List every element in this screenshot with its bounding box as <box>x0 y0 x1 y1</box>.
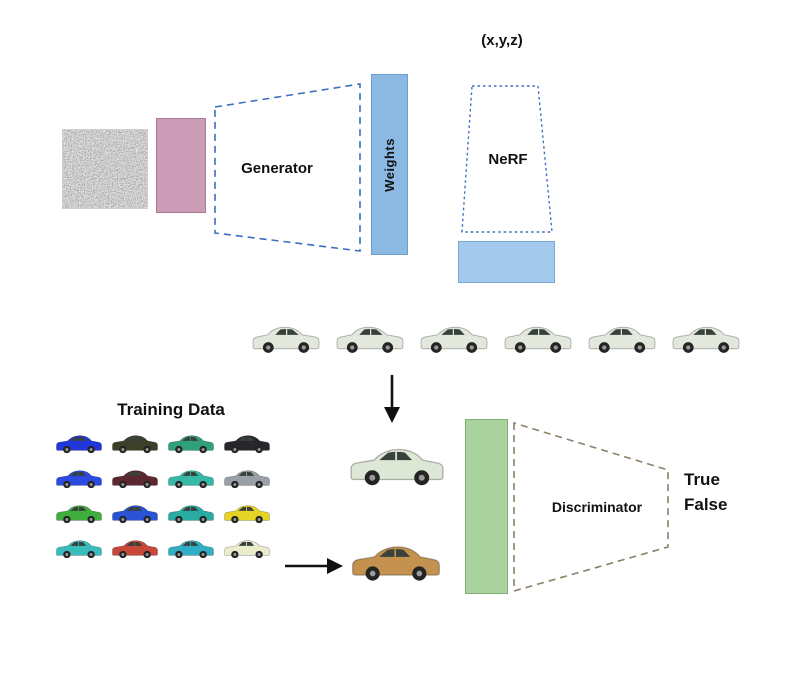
right-arrow <box>285 558 343 574</box>
true-label: True <box>684 470 720 489</box>
training-car-thumbnail <box>168 540 215 559</box>
rendered-car-views-row <box>248 306 753 370</box>
training-car-cell <box>165 500 217 526</box>
training-car-cell <box>165 465 217 491</box>
training-car-cell <box>221 500 273 526</box>
discriminator-label: Discriminator <box>551 499 643 515</box>
latent-code-block <box>156 118 206 213</box>
training-car-cell <box>109 430 161 456</box>
training-car-thumbnail <box>224 540 271 559</box>
training-car-cell <box>221 430 273 456</box>
nerf-block: NeRF <box>458 83 558 235</box>
training-car-thumbnail <box>55 435 102 454</box>
rendered-car-view <box>420 326 488 354</box>
training-car-thumbnail <box>111 470 158 489</box>
discriminator-block: Discriminator <box>512 420 672 594</box>
rendered-car-view <box>672 326 740 354</box>
weights-block: Weights <box>371 74 408 255</box>
false-label: False <box>684 494 728 514</box>
training-car-thumbnail <box>168 505 215 524</box>
weights-label: Weights <box>382 137 397 192</box>
generator-trapezoid-svg <box>214 83 361 252</box>
training-car-thumbnail <box>111 435 158 454</box>
training-car-thumbnail <box>111 505 158 524</box>
training-car-cell <box>221 535 273 561</box>
rendered-car-view <box>504 326 572 354</box>
training-car-cell <box>109 500 161 526</box>
generator-trapezoid <box>214 83 361 252</box>
xyz-coordinates-label: (x,y,z) <box>481 32 523 49</box>
training-car-sample <box>346 536 446 586</box>
noise-rect <box>63 130 147 208</box>
rendered-car-view <box>252 326 320 354</box>
nerf-output-block <box>458 241 555 283</box>
nerf-label: NeRF <box>488 150 528 168</box>
training-car-thumbnail <box>224 470 271 489</box>
nerf-trapezoid-svg <box>461 85 553 233</box>
training-car-thumbnail <box>111 540 158 559</box>
generated-car-sample <box>344 438 450 491</box>
training-car-cell <box>109 535 161 561</box>
training-data-grid <box>52 430 274 561</box>
training-car-thumbnail <box>224 435 271 454</box>
training-data-label: Training Data <box>117 400 225 419</box>
discriminator-input-bar <box>465 419 508 594</box>
training-car-cell <box>165 430 217 456</box>
training-car-cell <box>53 500 105 526</box>
training-car-cell <box>221 465 273 491</box>
training-car-cell <box>109 465 161 491</box>
generated-car-image <box>350 448 444 487</box>
training-car-thumbnail <box>168 435 215 454</box>
training-car-thumbnail <box>55 505 102 524</box>
training-car-thumbnail <box>224 505 271 524</box>
training-car-image <box>351 545 441 582</box>
training-car-cell <box>53 465 105 491</box>
down-arrow <box>384 375 400 423</box>
noise-input-image <box>62 129 148 209</box>
training-car-thumbnail <box>55 540 102 559</box>
training-car-thumbnail <box>55 470 102 489</box>
training-car-cell <box>53 430 105 456</box>
training-car-cell <box>165 535 217 561</box>
discriminator-trapezoid <box>513 421 669 593</box>
discriminator-trapezoid-svg <box>513 421 669 593</box>
nerf-trapezoid <box>461 85 553 233</box>
classifier-outputs: True False <box>684 468 727 517</box>
generator-block: Generator <box>213 82 363 254</box>
training-car-thumbnail <box>168 470 215 489</box>
rendered-car-view <box>588 326 656 354</box>
rendered-car-view <box>336 326 404 354</box>
generator-label: Generator <box>241 159 313 177</box>
training-car-cell <box>53 535 105 561</box>
